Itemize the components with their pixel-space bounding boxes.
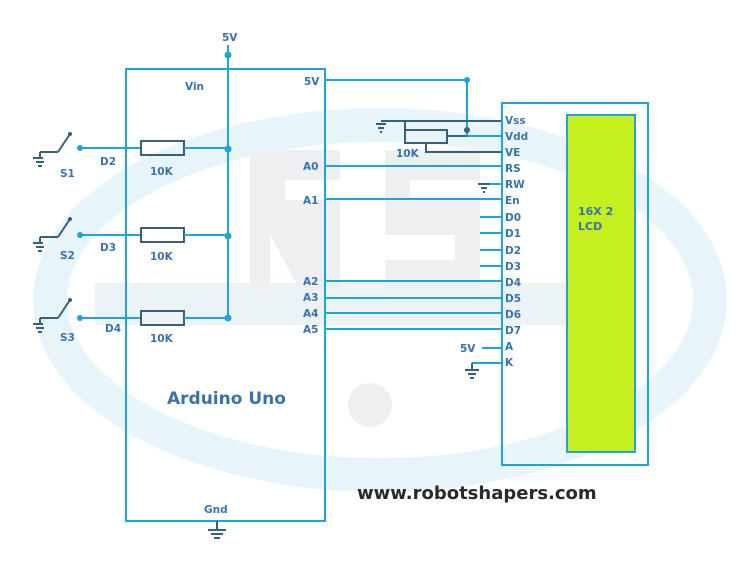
lcd-module [501,102,649,466]
switch-s3-label: S3 [60,332,75,344]
arduino-5v-wire [325,77,502,137]
lcd-pin-rs: RS [505,163,521,175]
arduino-gnd-symbol [208,521,226,539]
led-5v-label: 5V [460,343,476,355]
arduino-board [125,68,326,522]
switch-circuit-1 [33,132,228,167]
lcd-pin-a: A [505,341,514,353]
lcd-pin-vss: Vss [505,115,526,127]
resistor-3-label: 10K [150,333,174,345]
lcd-pin-d3: D3 [505,261,521,273]
potentiometer [376,120,502,153]
pot-value-label: 10K [396,148,420,160]
lcd-pin-ticks [465,183,502,379]
lcd-pin-d1: D1 [505,228,521,240]
pin-d4-label: D4 [105,323,121,335]
lcd-pin-ve: VE [505,147,520,159]
gnd-label: Gnd [204,504,228,516]
pin-a5-label: A5 [303,324,318,336]
lcd-name-line2: LCD [578,220,602,233]
top-5v-label: 5V [222,32,238,44]
lcd-pin-d0: D0 [505,212,521,224]
top-5v-rail [224,45,232,322]
lcd-pin-d2: D2 [505,245,521,257]
lcd-pin-d7: D7 [505,325,521,337]
switch-s1-label: S1 [60,168,75,180]
arduino-name-label: Arduino Uno [167,389,286,409]
switch-circuit-3 [33,298,228,333]
watermark-url: www.robotshapers.com [357,483,597,504]
lcd-pin-vdd: Vdd [505,131,528,143]
vin-label: Vin [185,81,204,93]
pin-d2-label: D2 [100,156,116,168]
switch-circuit-2 [33,217,228,252]
pin-a1-label: A1 [303,195,318,207]
lcd-pin-en: En [505,195,520,207]
lcd-pin-d6: D6 [505,309,521,321]
lcd-pin-d4: D4 [505,277,521,289]
pin-a4-label: A4 [303,308,318,320]
switch-s2-label: S2 [60,250,75,262]
resistor-1-label: 10K [150,166,174,178]
lcd-pin-labels: Vss Vdd VE RS RW En D0 D1 D2 D3 D4 D5 D6… [505,115,528,369]
lcd-pin-d5: D5 [505,293,521,305]
lcd-pin-rw: RW [505,179,525,191]
arduino-5v-label: 5V [304,76,320,88]
pin-a3-label: A3 [303,292,318,304]
pin-a2-label: A2 [303,276,318,288]
lcd-pin-k: K [505,357,514,369]
lcd-screen [566,114,636,453]
pin-d3-label: D3 [100,242,116,254]
lcd-name-line1: 16X 2 [578,205,613,218]
pin-a0-label: A0 [303,161,318,173]
signal-wires [325,165,502,330]
resistor-2-label: 10K [150,251,174,263]
